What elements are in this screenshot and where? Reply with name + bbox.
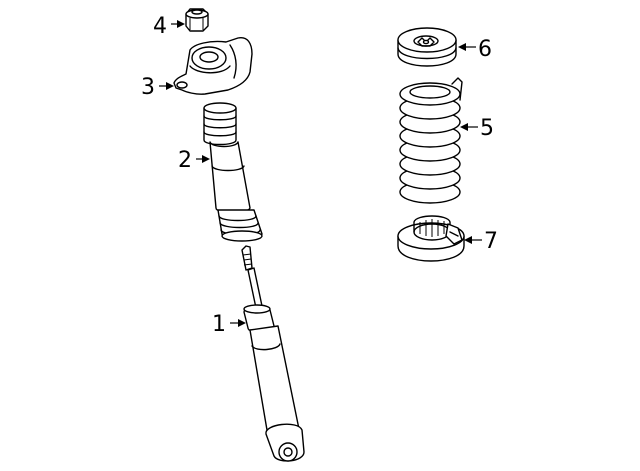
callout-7: 7 <box>464 229 498 254</box>
callout-label-2: 2 <box>178 148 192 173</box>
callout-5: 5 <box>460 116 494 141</box>
callout-label-5: 5 <box>480 116 494 141</box>
part-4-nut <box>185 8 209 32</box>
callout-label-3: 3 <box>141 75 155 100</box>
part-5-coil-spring <box>399 77 463 204</box>
callout-1: 1 <box>212 312 246 337</box>
part-1-shock-absorber <box>241 245 305 462</box>
part-3-upper-mount <box>173 37 253 95</box>
callout-label-4: 4 <box>153 14 167 39</box>
callout-4: 4 <box>153 14 185 39</box>
part-7-lower-seat <box>397 215 465 262</box>
part-6-spring-seat <box>397 27 457 67</box>
callout-label-1: 1 <box>212 312 226 337</box>
part-2-dust-boot <box>203 102 263 242</box>
callout-6: 6 <box>458 37 492 62</box>
callout-2: 2 <box>178 148 210 173</box>
callout-label-6: 6 <box>478 37 492 62</box>
callout-3: 3 <box>141 75 174 100</box>
callout-label-7: 7 <box>484 229 498 254</box>
